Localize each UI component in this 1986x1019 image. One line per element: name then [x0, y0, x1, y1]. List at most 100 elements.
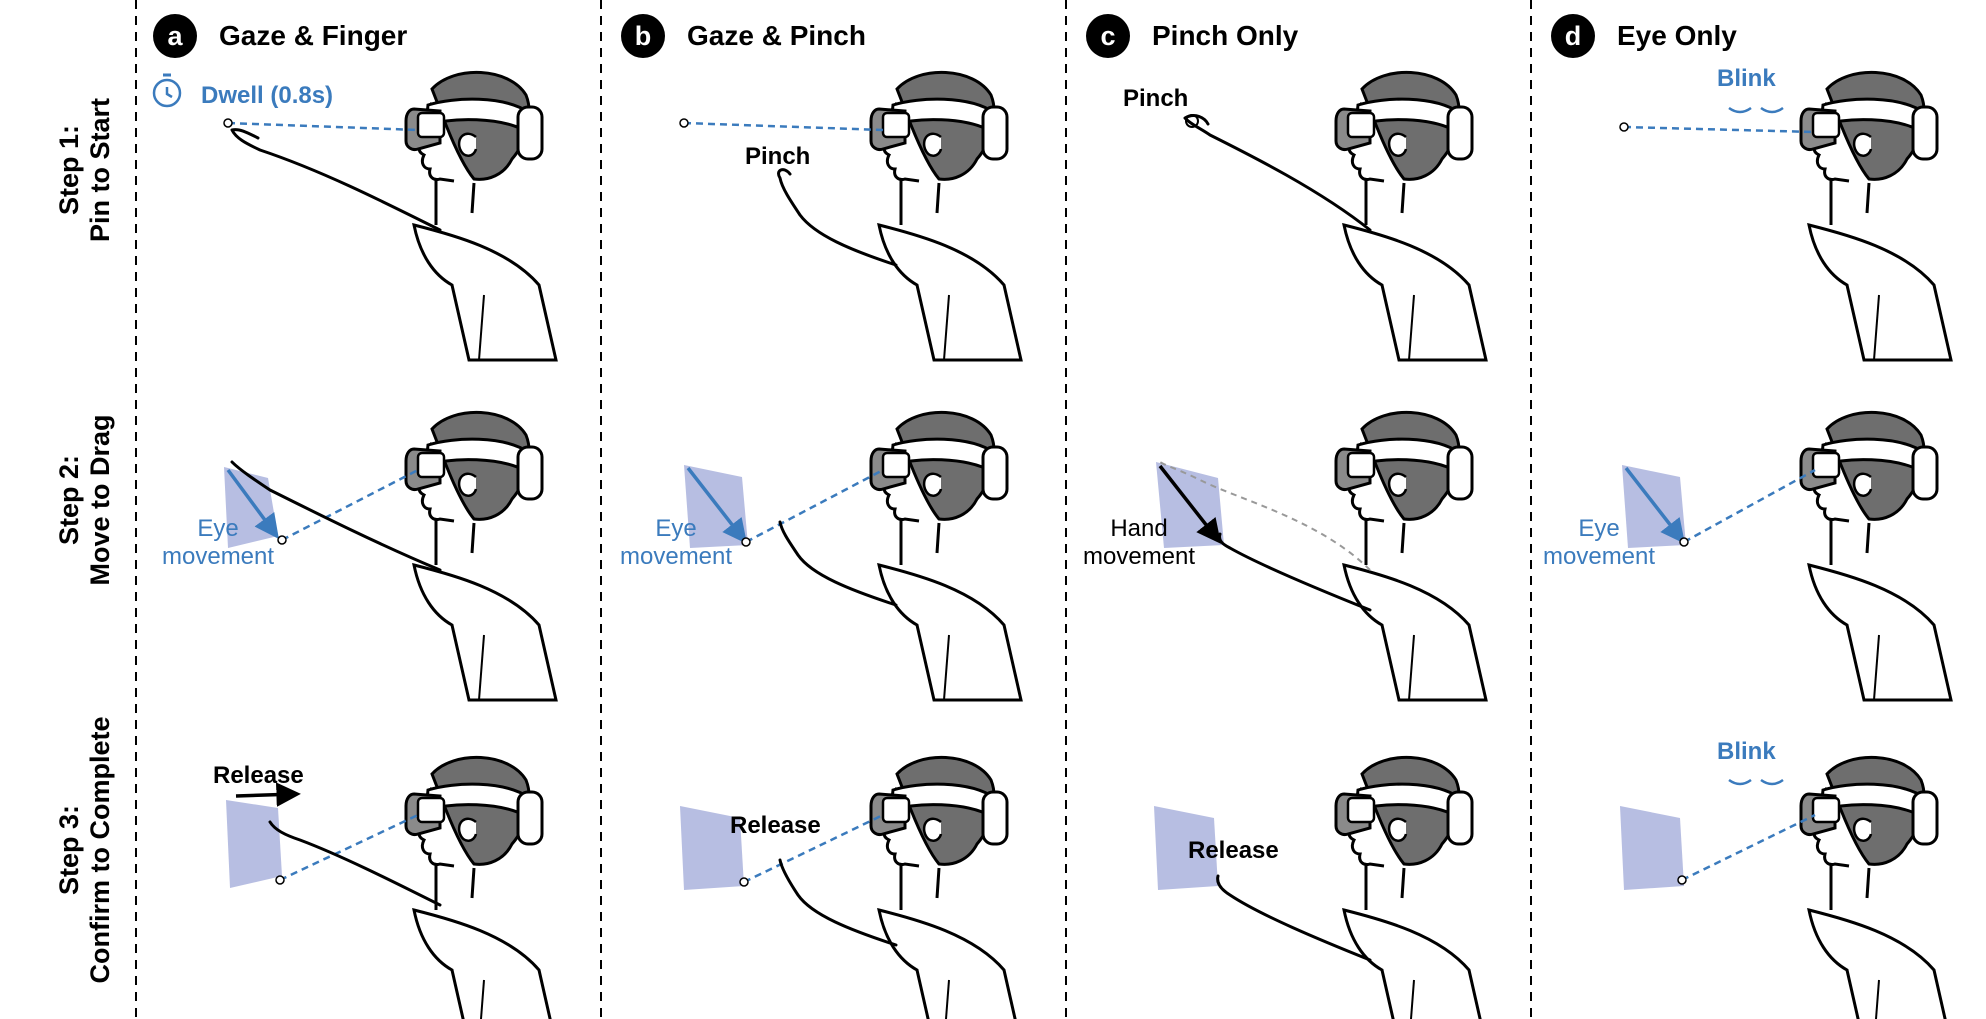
person-d-step-3	[1799, 755, 1947, 1019]
torso-shirt	[412, 562, 558, 702]
column-badge-a: a	[153, 14, 197, 58]
gaze-line-a1	[227, 121, 419, 132]
timer-icon	[152, 73, 182, 108]
column-badge-d: d	[1551, 14, 1595, 58]
gaze-line-d2	[1683, 468, 1816, 544]
neck	[434, 177, 476, 225]
headset-visor-front	[1346, 451, 1376, 479]
ear	[922, 472, 943, 497]
ear	[1852, 132, 1873, 157]
pinch-arm-b2	[778, 520, 898, 607]
annotation-dwell: Dwell (0.8s)	[201, 82, 334, 109]
person-d-step-2	[1799, 410, 1953, 702]
shirt-fold	[478, 634, 485, 701]
pinch-arm-c2	[1218, 532, 1372, 612]
headset-pad	[1446, 105, 1474, 161]
neck	[899, 517, 941, 565]
shirt-fold	[944, 979, 950, 1019]
person-a-step-1	[404, 70, 558, 362]
headset-pad	[516, 445, 544, 501]
column-badge-c: c	[1086, 14, 1130, 58]
column-badge-b: b	[621, 14, 665, 58]
column-header-d: d Eye Only	[1551, 14, 1737, 58]
closed-eye	[1760, 106, 1784, 114]
neck	[1829, 177, 1871, 225]
blink-eyes-icon	[1728, 778, 1784, 786]
headset-visor-front	[1346, 111, 1376, 139]
shirt-fold	[943, 294, 950, 361]
annotation-blink-d3: Blink	[1717, 738, 1776, 765]
row-label-step-3: Step 3:Confirm to Complete	[54, 716, 115, 984]
column-title-b: Gaze & Pinch	[687, 20, 866, 51]
gaze-line-a3	[279, 813, 419, 882]
headset-visor-front	[416, 451, 446, 479]
torso-shirt	[877, 222, 1023, 362]
drop-panel-b3	[680, 806, 744, 890]
ear	[1387, 817, 1408, 842]
shirt-fold	[1873, 634, 1880, 701]
row-label-step-2: Step 2:Move to Drag	[54, 414, 115, 586]
timer-ring	[152, 78, 182, 108]
headset-pad	[1911, 790, 1939, 846]
person-b-step-3	[869, 755, 1017, 1019]
shirt-fold	[943, 634, 950, 701]
gaze-line-d1	[1623, 125, 1816, 134]
ear	[1387, 472, 1408, 497]
drop-panel-a3	[226, 800, 282, 888]
headset-pad	[981, 790, 1009, 846]
release-arm-a3	[268, 820, 442, 907]
column-header-a: a Gaze & Finger	[153, 14, 407, 58]
headset-visor-front	[1811, 451, 1841, 479]
person-b-step-2	[869, 410, 1023, 702]
column-title-d: Eye Only	[1617, 20, 1737, 51]
headset-visor-front	[416, 111, 446, 139]
torso-shirt	[1342, 222, 1488, 362]
headset-visor-front	[1346, 796, 1376, 824]
ear	[1852, 817, 1873, 842]
shirt-fold	[1874, 979, 1880, 1019]
closed-eye	[1728, 106, 1752, 114]
pinch-arm-b1	[777, 168, 898, 267]
person-c-step-2	[1334, 410, 1488, 702]
blink-eyes-icon	[1728, 106, 1784, 114]
drop-panel-c3	[1154, 806, 1218, 890]
column-title-c: Pinch Only	[1152, 20, 1299, 51]
gaze-line-a3-target-dot	[275, 875, 285, 885]
neck	[1364, 177, 1406, 225]
gaze-line-d3-target-dot	[1677, 875, 1687, 885]
column-title-a: Gaze & Finger	[219, 20, 408, 51]
drop-panel-d3	[1620, 806, 1684, 890]
ear	[457, 817, 478, 842]
pointing-arm-a2	[230, 460, 442, 572]
neck	[434, 862, 476, 910]
neck	[1364, 517, 1406, 565]
gaze-line-b1-target-dot	[679, 118, 689, 128]
annotation-release-b: Release	[730, 812, 821, 839]
headset-visor-front	[416, 796, 446, 824]
pointing-arm-a1	[230, 128, 442, 232]
release-arrow-a3	[235, 782, 301, 807]
headset-pad	[1911, 105, 1939, 161]
gaze-line-b2	[745, 468, 884, 544]
shirt-fold	[1408, 634, 1415, 701]
neck	[1829, 862, 1871, 910]
neck	[1364, 862, 1406, 910]
ear	[457, 472, 478, 497]
gaze-line-b3	[743, 813, 884, 884]
gaze-line-d3	[1681, 813, 1816, 882]
person-b-step-1	[869, 70, 1023, 362]
torso-shirt	[1342, 562, 1488, 702]
torso-shirt	[1807, 222, 1953, 362]
release-arm-c3	[1216, 874, 1372, 962]
gaze-line-a1-target-dot	[223, 118, 233, 128]
torso-shirt	[412, 907, 552, 1019]
release-arm-b3	[778, 858, 898, 947]
headset-visor-front	[1811, 111, 1841, 139]
torso-shirt	[877, 907, 1017, 1019]
